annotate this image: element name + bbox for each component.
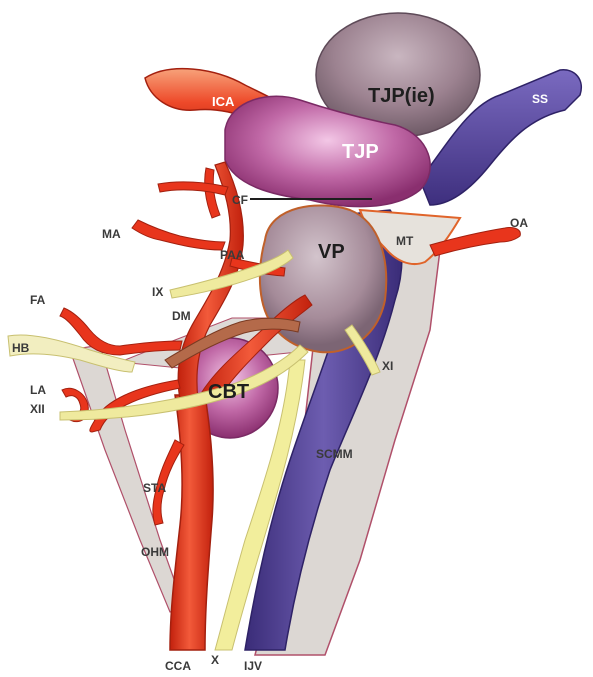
label-cca: CCA — [165, 659, 191, 673]
transverse-branch — [158, 182, 228, 195]
label-tjp-ie: TJP(ie) — [368, 85, 435, 107]
label-ss: SS — [532, 92, 548, 106]
label-scmm: SCMM — [316, 447, 353, 461]
label-ma: MA — [102, 227, 121, 241]
label-hb: HB — [12, 341, 30, 355]
label-mt: MT — [396, 234, 414, 248]
label-sta: STA — [143, 481, 166, 495]
label-xi: XI — [382, 359, 393, 373]
label-tjp: TJP — [342, 141, 379, 163]
label-xii: XII — [30, 402, 45, 416]
label-cf: CF — [232, 193, 248, 207]
label-fa: FA — [30, 293, 46, 307]
label-la: LA — [30, 383, 46, 397]
common-carotid-artery — [170, 395, 213, 650]
label-cbt: CBT — [208, 381, 249, 403]
label-ica: ICA — [212, 94, 235, 109]
maxillary-artery — [132, 220, 225, 250]
label-x: X — [211, 653, 219, 667]
label-ohm: OHM — [141, 545, 169, 559]
label-vp: VP — [318, 241, 345, 263]
label-ix: IX — [152, 285, 163, 299]
label-oa: OA — [510, 216, 528, 230]
label-paa: PAA — [220, 248, 245, 262]
label-ijv: IJV — [244, 659, 262, 673]
label-dm: DM — [172, 309, 191, 323]
